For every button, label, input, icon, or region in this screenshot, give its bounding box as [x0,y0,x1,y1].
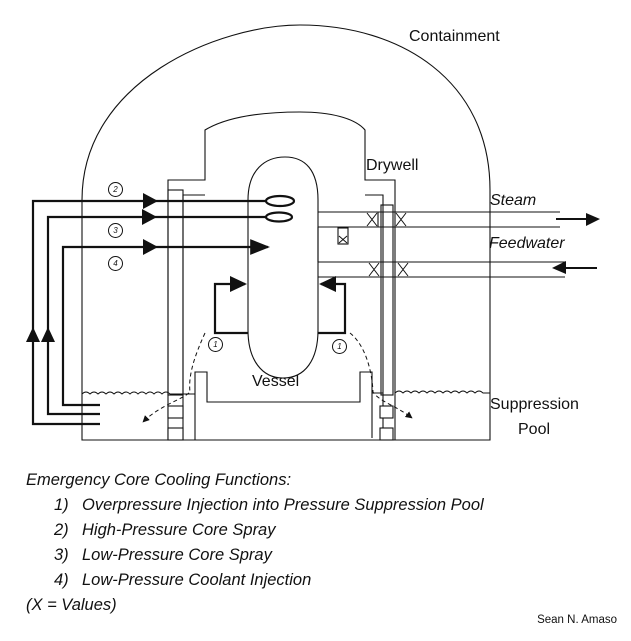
marker-2: 2 [108,182,123,197]
vent-left-1 [167,405,184,419]
arrow-line3 [142,209,157,225]
legend-note: (X = Values) [26,596,117,614]
legend-item-number: 2) [54,521,69,539]
water-surface-right [372,390,490,394]
marker-3: 3 [108,223,123,238]
valve-steam-2 [395,212,407,227]
valve-internal [338,235,348,244]
line-4-lpci [61,239,270,407]
recirc-loop-right [318,282,347,335]
marker-4: 4 [108,256,123,271]
drywell-wall [167,111,396,440]
steam-pipe [318,211,560,228]
suppression-pool-label-line1: Suppression [490,396,579,413]
downcomer-right [380,204,394,396]
legend-item: 3) Low-Pressure Core Spray [26,543,484,568]
arrow-recirc-right [319,276,336,292]
legend-item-text: Low-Pressure Coolant Injection [82,571,312,589]
author-credit: Sean N. Amaso [537,614,617,626]
vent-right-1 [379,405,394,419]
line-2-hpcs [31,199,266,426]
drywell-label: Drywell [366,157,419,174]
legend-item: 4) Low-Pressure Coolant Injection [26,568,484,593]
arrow-line3-up [41,327,55,342]
legend-item-number: 1) [54,496,69,514]
marker-1-right: 1 [332,339,347,354]
vent-left-2 [167,427,184,441]
feedwater-pipe [318,261,565,278]
legend-item-number: 3) [54,546,69,564]
feedwater-label: Feedwater [489,235,565,252]
suppression-pool-label-line2: Pool [518,421,551,438]
containment-label: Containment [409,28,500,45]
lp-spray-ring [264,211,294,223]
arrow-recirc-left [230,276,247,292]
arrow-line4 [143,239,158,255]
legend-item-number: 4) [54,571,69,589]
arrow-feed-in [552,261,566,274]
legend-item: 2) High-Pressure Core Spray [26,518,484,543]
hp-spray-ring [264,194,296,208]
vessel-label: Vessel [252,373,300,390]
containment-wall [81,24,491,441]
arrow-line2-up [26,327,40,342]
valve-feed-1 [368,262,380,277]
arrow-steam-out [586,213,600,226]
marker-1-left: 1 [208,337,223,352]
arrow-line2 [143,193,158,209]
legend-heading: Emergency Core Cooling Functions: [26,471,292,489]
drywell-inner-right [365,194,384,440]
legend-item-text: High-Pressure Core Spray [82,521,276,539]
water-surface-left [81,391,195,395]
legend-item: 1) Overpressure Injection into Pressure S… [26,493,484,518]
vent-right-2 [379,427,394,441]
recirc-loop-left [213,282,248,335]
drywell-inner-left [182,194,205,440]
legend: Emergency Core Cooling Functions: 1) Over… [26,468,484,618]
legend-item-text: Low-Pressure Core Spray [82,546,272,564]
flow-arrowheads [26,193,600,342]
valve-feed-2 [397,262,409,277]
valves [338,212,409,277]
valve-steam-1 [366,212,378,227]
internal-valve-box [337,227,349,245]
downcomer-left [167,189,184,396]
legend-item-text: Overpressure Injection into Pressure Sup… [82,496,484,514]
reactor-vessel [247,156,319,379]
relief-flow-right [349,332,413,419]
steam-label: Steam [490,192,537,209]
